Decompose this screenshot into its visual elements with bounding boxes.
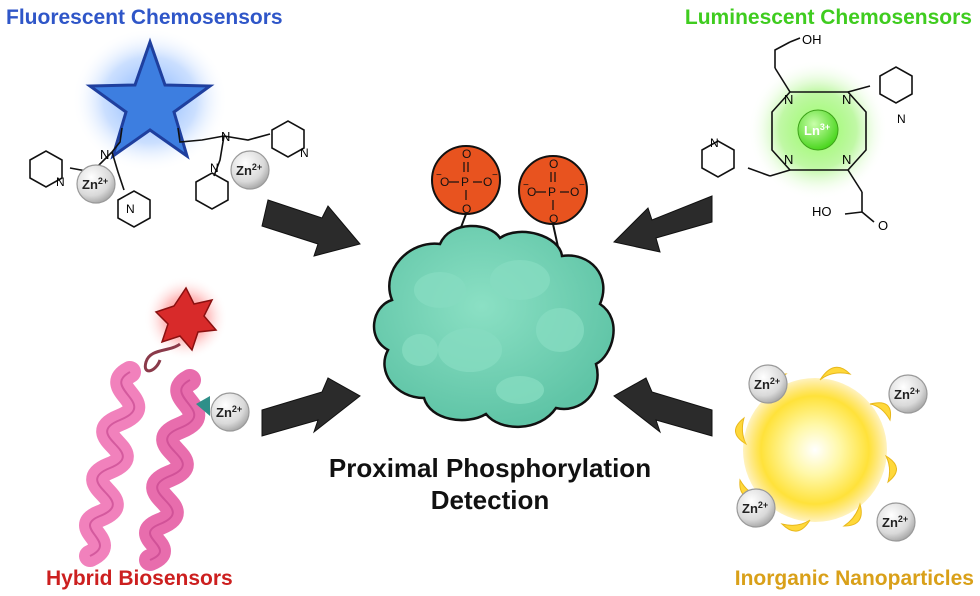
amine-n-left: N [100,147,109,162]
title-luminescent-chemosensors: Luminescent Chemosensors [684,6,972,29]
phosphate-group-1: O P O O O − − [431,145,501,216]
title-hybrid-biosensors: Hybrid Biosensors [46,567,233,590]
center-label-line-2: Detection [430,485,550,515]
pyridine-n-3: N [210,161,219,175]
luminescent-chemosensor-group: N N N N OH HO O N N Ln3+ [701,32,913,233]
svg-text:Zn2+: Zn2+ [894,386,920,402]
linker-bonds [69,127,271,191]
svg-text:Zn2+: Zn2+ [236,162,262,178]
arrows [261,195,713,437]
pyridine-n-5: N [897,112,906,126]
svg-text:O: O [462,147,471,161]
zinc-ion-6: Zn2+ [736,488,776,528]
protein-surface-texture [402,260,584,404]
cyclen-n-1: N [784,92,793,107]
gold-nanoparticle-core [743,378,887,522]
pyridine-rings [29,120,305,228]
svg-text:Zn2+: Zn2+ [216,404,242,420]
svg-text:−: − [523,180,529,191]
svg-text:O: O [462,202,471,216]
svg-text:−: − [492,170,498,181]
binding-site-marker [196,396,210,416]
svg-text:O: O [570,185,579,199]
linker-chain [143,342,181,373]
cyclen-n-4: N [842,152,851,167]
title-fluorescent-chemosensors: Fluorescent Chemosensors [6,6,283,29]
cyclen-n-2: N [842,92,851,107]
cyclen-macrocycle [747,37,875,223]
zinc-ion-4: Zn2+ [748,364,788,404]
arrow-from-inorganic [613,377,713,437]
pyridine-n-2: N [126,202,135,216]
svg-text:O: O [527,185,536,199]
arrow-from-fluorescent [261,199,361,257]
phosphate-group-2: O P O O O − − [518,155,588,226]
pyridine-n-1: N [56,175,65,189]
svg-text:Zn2+: Zn2+ [754,376,780,392]
pyridine-n-6: N [710,136,719,150]
lanthanide-ion: Ln3+ [797,109,839,151]
inorganic-nanoparticle-group: Zn2+ Zn2+ Zn2+ Zn2+ [735,364,928,542]
arrow-from-hybrid [261,377,361,437]
svg-text:−: − [579,180,585,191]
svg-text:P: P [461,175,469,189]
cyclen-n-3: N [784,152,793,167]
center-label-line-1: Proximal Phosphorylation [328,453,652,483]
blue-star-icon [85,37,215,160]
red-star-icon [154,286,218,352]
svg-text:Zn2+: Zn2+ [742,500,768,516]
svg-text:Ln3+: Ln3+ [804,122,830,138]
svg-text:O: O [549,157,558,171]
protein-group: O P O O O − − O P [372,145,615,428]
hybrid-biosensor-group: Zn2+ [79,276,250,571]
arrow-from-luminescent [612,195,713,253]
svg-text:O: O [440,175,449,189]
amine-n-right: N [221,129,230,144]
svg-text:−: − [436,170,442,181]
zinc-ion-2: Zn2+ [230,150,270,190]
svg-text:P: P [548,185,556,199]
zinc-ion-7: Zn2+ [876,502,916,542]
fluorescent-chemosensor-group: N N N N N N Zn2+ Zn2+ [29,28,309,228]
svg-text:Zn2+: Zn2+ [82,176,108,192]
zinc-ion-5: Zn2+ [888,374,928,414]
zinc-ion-1: Zn2+ [76,164,116,204]
pyridine-n-4: N [300,146,309,160]
luminescent-pyridines [701,66,913,178]
svg-text:O: O [549,212,558,226]
center-label: Proximal Phosphorylation Detection [290,452,690,516]
carboxyl-ho-bottom: HO [812,204,832,219]
svg-text:Zn2+: Zn2+ [882,514,908,530]
title-inorganic-nanoparticles: Inorganic Nanoparticles [734,567,974,590]
zinc-ion-3: Zn2+ [210,392,250,432]
alpha-helix-ribbons [79,361,206,571]
carboxyl-o-bottom: O [878,218,888,233]
svg-text:O: O [483,175,492,189]
carboxyl-oh-top: OH [802,32,822,47]
